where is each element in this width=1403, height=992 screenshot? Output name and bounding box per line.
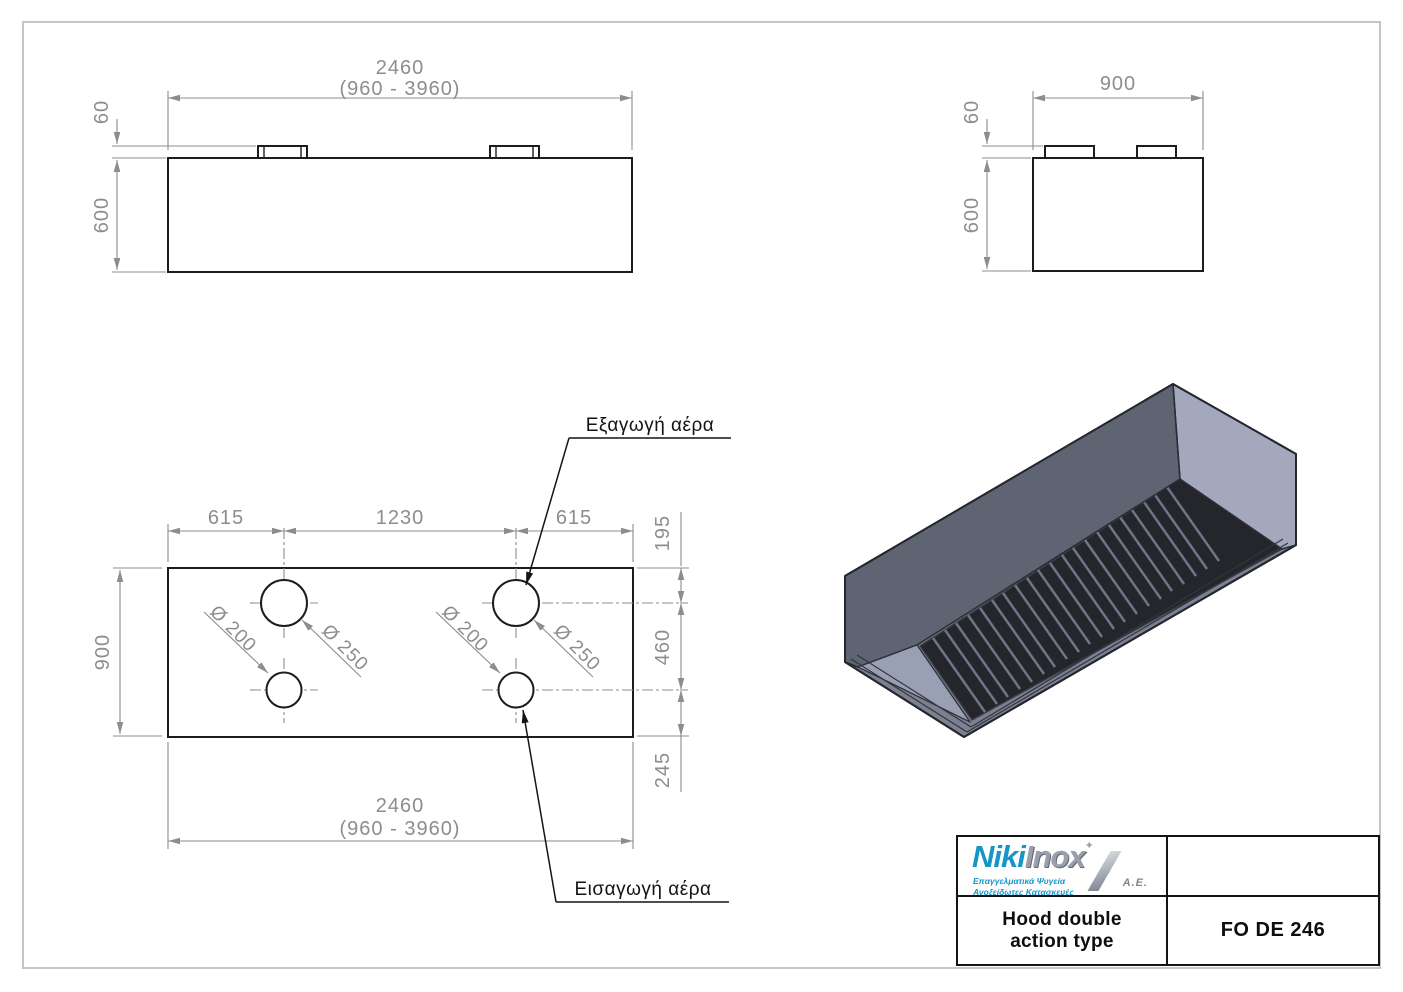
front-view: 2460 (960 - 3960) 60 600 bbox=[91, 57, 633, 273]
brand-tagline: Επαγγελματικά Ψυγεία Ανοξείδωτες Κατασκε… bbox=[973, 876, 1074, 897]
annotations: Εξαγωγή αέρα Εισαγωγή αέρα bbox=[521, 415, 731, 903]
title-block-product-cell: Hood double action type bbox=[958, 897, 1168, 964]
plan-top-offset-dim: 195 bbox=[652, 515, 674, 551]
plan-row-gap-dim: 460 bbox=[652, 629, 674, 665]
plan-view: 615 1230 615 195 460 245 900 2460 (960 -… bbox=[92, 507, 689, 849]
brand-logo: NikiInox✦ bbox=[972, 839, 1094, 875]
iso-edge-rails bbox=[850, 538, 1289, 733]
brand-suffix: A.E. bbox=[1122, 877, 1148, 889]
plan-bottom-offset-dim: 245 bbox=[652, 752, 674, 788]
iso-end-triangle bbox=[857, 644, 971, 723]
iso-view bbox=[844, 383, 1297, 738]
side-collar-left bbox=[1044, 145, 1095, 159]
plan-depth-dim: 900 bbox=[92, 634, 114, 670]
front-width-range-dim: (960 - 3960) bbox=[340, 78, 461, 100]
side-body bbox=[1032, 157, 1204, 272]
side-view: 900 60 600 bbox=[961, 73, 1204, 272]
plan-width-range-dim: (960 - 3960) bbox=[340, 818, 461, 840]
hole-exhaust-right bbox=[492, 579, 540, 627]
product-name-line2: action type bbox=[1010, 930, 1114, 952]
front-collar-left bbox=[257, 145, 308, 159]
product-name-line1: Hood double bbox=[1002, 908, 1122, 930]
side-collar-right bbox=[1136, 145, 1177, 159]
side-collar-height-dim: 60 bbox=[961, 100, 983, 124]
hole-intake-right bbox=[497, 671, 535, 709]
plan-mid-span-dim: 1230 bbox=[376, 507, 425, 529]
intake-label: Εισαγωγή αέρα bbox=[574, 879, 711, 900]
title-block-empty-cell bbox=[1168, 837, 1378, 897]
front-body bbox=[167, 157, 633, 273]
exhaust-label: Εξαγωγή αέρα bbox=[586, 415, 715, 436]
brand-tagline-line2: Ανοξείδωτες Κατασκευές bbox=[973, 886, 1074, 897]
front-collar-height-dim: 60 bbox=[91, 100, 113, 124]
brand-primary: Niki bbox=[972, 839, 1026, 874]
plan-right-span-dim: 615 bbox=[556, 507, 592, 529]
brand-tagline-line1: Επαγγελματικά Ψυγεία bbox=[973, 876, 1066, 886]
hole-intake-left bbox=[265, 671, 303, 709]
plan-width-dim: 2460 bbox=[376, 795, 425, 817]
drawing-code: FO DE 246 bbox=[1220, 919, 1326, 941]
sheet-frame bbox=[22, 21, 1381, 969]
front-collar-right bbox=[489, 145, 540, 159]
plan-body bbox=[167, 567, 634, 738]
side-depth-dim: 900 bbox=[1100, 73, 1136, 95]
brand-secondary: Inox bbox=[1024, 839, 1086, 874]
front-height-dim: 600 bbox=[91, 197, 113, 233]
title-block: NikiInox✦ A.E. Επαγγελματικά Ψυγεία Ανοξ… bbox=[956, 835, 1380, 966]
side-height-dim: 600 bbox=[961, 197, 983, 233]
iso-filter-slats bbox=[931, 486, 1221, 713]
front-width-dim: 2460 bbox=[376, 57, 425, 79]
hole-exhaust-left bbox=[260, 579, 308, 627]
sparkle-icon: ✦ bbox=[1084, 840, 1094, 852]
title-block-logo-cell: NikiInox✦ A.E. Επαγγελματικά Ψυγεία Ανοξ… bbox=[958, 837, 1168, 897]
plan-left-span-dim: 615 bbox=[208, 507, 244, 529]
title-block-code-cell: FO DE 246 bbox=[1168, 897, 1378, 964]
